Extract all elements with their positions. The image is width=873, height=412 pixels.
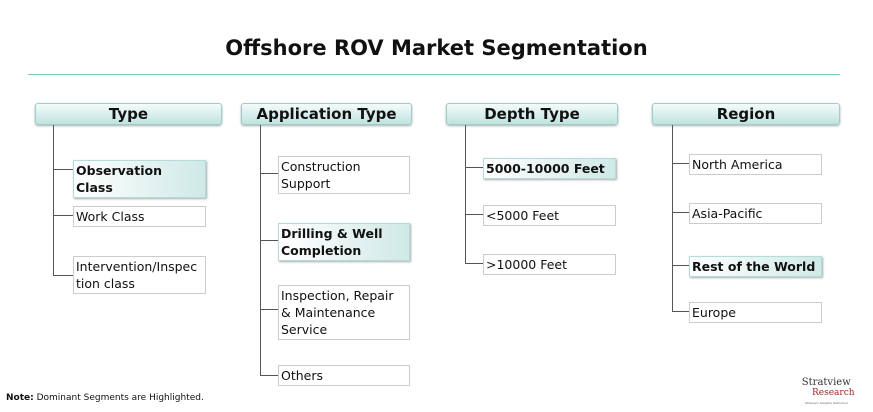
segment-item: Inspection, Repair & Maintenance Service <box>278 285 410 340</box>
logo-tagline: Strategic Insights Delivered <box>804 401 848 405</box>
note-text: Dominant Segments are Highlighted. <box>33 393 204 403</box>
connector-line <box>53 125 54 275</box>
segment-item: Europe <box>689 302 822 323</box>
connector-branch <box>260 374 278 376</box>
segment-item: 5000-10000 Feet <box>483 158 616 179</box>
connector-branch <box>53 215 73 216</box>
connector-branch <box>465 167 483 168</box>
column-header-type: Type <box>35 103 222 125</box>
connector-branch <box>672 163 689 164</box>
connector-branch <box>260 309 278 310</box>
connector-branch <box>465 263 483 264</box>
column-header-region: Region <box>652 103 840 125</box>
segment-item: Work Class <box>73 206 206 227</box>
segment-item: <5000 Feet <box>483 205 616 226</box>
note-label: Note: <box>6 393 34 403</box>
page-title: Offshore ROV Market Segmentation <box>225 36 648 60</box>
segment-item: North America <box>689 154 822 175</box>
connector-branch <box>260 240 278 241</box>
segment-item: Construction Support <box>278 156 410 194</box>
connector-branch <box>53 275 73 276</box>
footnote: Note: Dominant Segments are Highlighted. <box>6 393 204 403</box>
segment-item: Intervention/Inspec tion class <box>73 256 206 294</box>
title-divider <box>28 74 840 75</box>
segment-item: Others <box>278 365 410 386</box>
connector-line <box>465 125 466 263</box>
connector-branch <box>672 212 689 213</box>
connector-line <box>672 125 673 311</box>
column-header-depth-type: Depth Type <box>446 103 618 125</box>
stratview-logo: Stratview Research Strategic Insights De… <box>798 378 855 408</box>
segment-item: >10000 Feet <box>483 254 616 275</box>
column-header-application-type: Application Type <box>241 103 412 125</box>
connector-branch <box>260 172 278 174</box>
connector-branch <box>53 169 73 170</box>
connector-branch <box>672 265 689 266</box>
connector-branch <box>672 311 689 312</box>
logo-line1: Stratview <box>801 377 851 388</box>
segment-item: Drilling & Well Completion <box>278 223 410 261</box>
segment-item: Rest of the World <box>689 256 822 277</box>
segment-item: Asia-Pacific <box>689 203 822 224</box>
logo-line2: Research <box>812 388 855 398</box>
connector-branch <box>465 214 483 215</box>
connector-line <box>260 125 261 375</box>
segment-item: Observation Class <box>73 160 206 198</box>
